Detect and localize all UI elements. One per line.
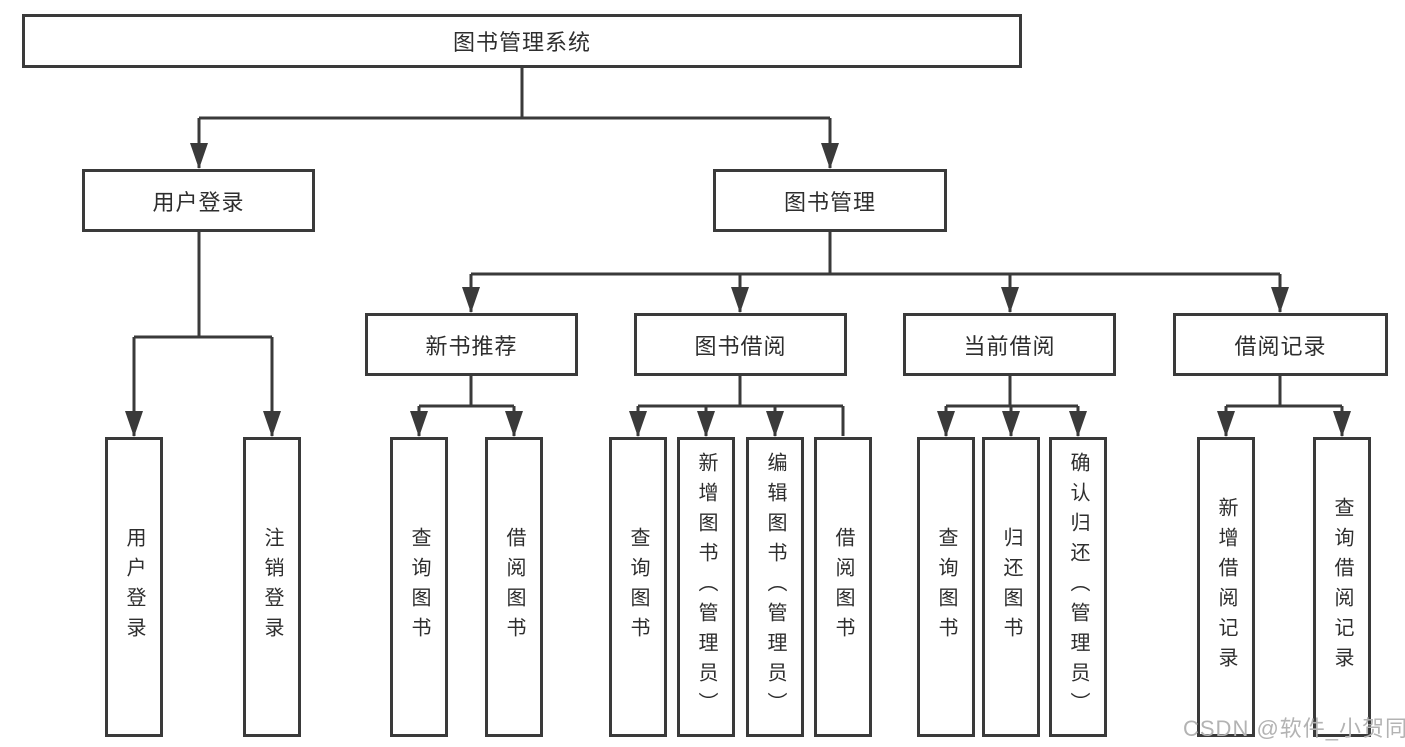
leaf-return-book-label: 归还图书 [1000, 527, 1022, 647]
arrowheads [125, 143, 1351, 437]
leaf-borrow-books-recommend-label: 借阅图书 [503, 527, 525, 647]
leaf-query-books-borrowing: 查询图书 [609, 437, 667, 737]
node-borrow-records-label: 借阅记录 [1234, 333, 1327, 359]
leaf-edit-book-admin-label: 编辑图书（管理员） [764, 452, 786, 722]
leaf-add-book-admin-label: 新增图书（管理员） [695, 452, 717, 722]
leaf-query-borrow-record: 查询借阅记录 [1313, 437, 1371, 737]
leaf-edit-book-admin: 编辑图书（管理员） [746, 437, 804, 737]
node-book-borrowing: 图书借阅 [634, 313, 847, 376]
leaf-add-borrow-record-label: 新增借阅记录 [1215, 497, 1237, 677]
csdn-watermark: CSDN @软件_小贺同学 [1183, 716, 1405, 741]
leaf-confirm-return-admin: 确认归还（管理员） [1049, 437, 1107, 737]
leaf-borrow-books-recommend: 借阅图书 [485, 437, 543, 737]
node-book-management: 图书管理 [713, 169, 947, 232]
leaf-borrow-books-borrowing-label: 借阅图书 [832, 527, 854, 647]
leaf-query-books-borrowing-label: 查询图书 [627, 527, 649, 647]
node-new-book-recommend-label: 新书推荐 [425, 333, 518, 359]
leaf-user-login-label: 用户登录 [123, 527, 145, 647]
leaf-query-books-current: 查询图书 [917, 437, 975, 737]
node-user-login: 用户登录 [82, 169, 315, 232]
leaf-user-login: 用户登录 [105, 437, 163, 737]
leaf-borrow-books-borrowing: 借阅图书 [814, 437, 872, 737]
node-book-borrowing-label: 图书借阅 [694, 333, 787, 359]
leaf-query-borrow-record-label: 查询借阅记录 [1331, 497, 1353, 677]
node-user-login-label: 用户登录 [152, 189, 245, 215]
node-current-borrowing: 当前借阅 [903, 313, 1116, 376]
node-new-book-recommend: 新书推荐 [365, 313, 578, 376]
node-book-management-label: 图书管理 [783, 189, 876, 215]
leaf-logout-label: 注销登录 [261, 527, 283, 647]
leaf-logout: 注销登录 [243, 437, 301, 737]
leaf-query-books-recommend: 查询图书 [390, 437, 448, 737]
node-root: 图书管理系统 [22, 14, 1022, 68]
leaf-return-book: 归还图书 [982, 437, 1040, 737]
connector-paths [132, 68, 1344, 436]
leaf-query-books-current-label: 查询图书 [935, 527, 957, 647]
leaf-query-books-recommend-label: 查询图书 [408, 527, 430, 647]
leaf-add-borrow-record: 新增借阅记录 [1197, 437, 1255, 737]
node-borrow-records: 借阅记录 [1173, 313, 1388, 376]
leaf-add-book-admin: 新增图书（管理员） [677, 437, 735, 737]
node-root-label: 图书管理系统 [452, 30, 591, 55]
node-current-borrowing-label: 当前借阅 [963, 333, 1056, 359]
leaf-confirm-return-admin-label: 确认归还（管理员） [1067, 452, 1089, 722]
